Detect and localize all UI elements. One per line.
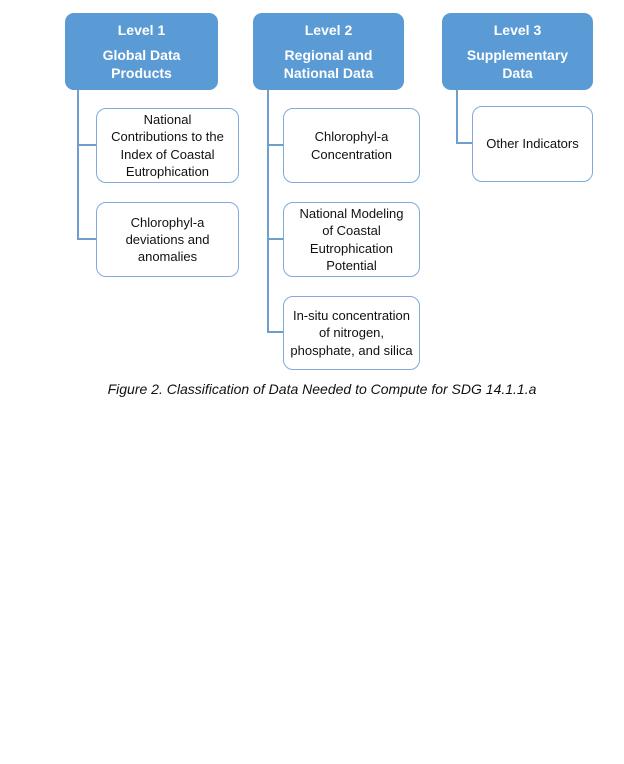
level-2-child-chlorophyl-concentration: Chlorophyl-a Concentration xyxy=(283,108,420,183)
level-2-connector-stub-3 xyxy=(267,331,283,333)
level-2-subtitle: Regional and National Data xyxy=(283,46,374,82)
level-2-connector-vertical xyxy=(267,90,269,333)
level-2-child-insitu-concentration: In-situ concentration of nitrogen, phosp… xyxy=(283,296,420,370)
level-1-child-national-contributions: National Contributions to the Index of C… xyxy=(96,108,239,183)
level-1-connector-stub-2 xyxy=(77,238,96,240)
level-3-connector-stub-1 xyxy=(456,142,472,144)
level-3-child-other-indicators: Other Indicators xyxy=(472,106,593,182)
figure-caption: Figure 2. Classification of Data Needed … xyxy=(107,381,537,397)
level-2-header: Level 2 Regional and National Data xyxy=(253,13,404,90)
level-3-connector-vertical xyxy=(456,90,458,144)
level-1-child-chlorophyl-deviations: Chlorophyl-a deviations and anomalies xyxy=(96,202,239,277)
level-3-subtitle: Supplementary Data xyxy=(466,46,569,82)
level-2-child-national-modeling: National Modeling of Coastal Eutrophicat… xyxy=(283,202,420,277)
level-2-title: Level 2 xyxy=(304,21,353,38)
level-1-header: Level 1 Global Data Products xyxy=(65,13,218,90)
level-3-title: Level 3 xyxy=(493,21,542,38)
level-1-subtitle: Global Data Products xyxy=(102,46,181,82)
level-3-header: Level 3 Supplementary Data xyxy=(442,13,593,90)
level-1-connector-vertical xyxy=(77,90,79,240)
level-1-title: Level 1 xyxy=(117,21,166,38)
level-2-connector-stub-1 xyxy=(267,144,283,146)
level-1-connector-stub-1 xyxy=(77,144,96,146)
level-2-connector-stub-2 xyxy=(267,238,283,240)
